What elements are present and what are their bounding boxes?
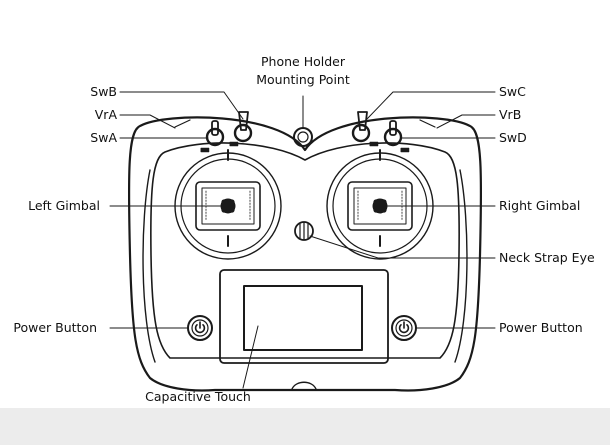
screen-bezel xyxy=(219,269,389,364)
label-right-gimbal: Right Gimbal xyxy=(499,198,580,213)
label-capacitive-touch: Capacitive Touch xyxy=(145,389,251,404)
label-swa: SwA xyxy=(90,130,117,145)
shoulder-left xyxy=(174,119,191,128)
left-grip xyxy=(142,169,156,363)
power-icon xyxy=(194,321,206,334)
label-swd: SwD xyxy=(499,130,527,145)
phone-holder-mount xyxy=(293,127,313,147)
label-phone-holder-line2: Mounting Point xyxy=(256,72,350,87)
screen xyxy=(243,285,363,351)
leader-vra xyxy=(119,114,176,129)
leader-vrb xyxy=(436,114,496,129)
left-gimbal xyxy=(174,149,282,260)
bottom-band xyxy=(0,408,610,445)
label-swb: SwB xyxy=(90,84,117,99)
label-phone-holder-line1: Phone Holder xyxy=(261,54,346,69)
label-vra: VrA xyxy=(95,107,118,122)
leader-neck-strap xyxy=(309,235,496,259)
label-power-button-left: Power Button xyxy=(13,320,97,335)
controller-outline xyxy=(127,116,483,392)
bottom-connector xyxy=(291,381,317,390)
switch-swa xyxy=(200,120,225,153)
switch-swd xyxy=(383,120,410,153)
label-vrb: VrB xyxy=(499,107,521,122)
neck-strap-eye xyxy=(294,221,314,241)
right-gimbal xyxy=(326,149,434,260)
right-grip xyxy=(454,169,468,363)
label-left-gimbal: Left Gimbal xyxy=(28,198,100,213)
power-button-right xyxy=(391,315,417,341)
label-swc: SwC xyxy=(499,84,526,99)
faceplate xyxy=(150,142,460,359)
power-icon xyxy=(398,321,410,334)
switch-swc xyxy=(351,111,379,147)
label-power-button-right: Power Button xyxy=(499,320,583,335)
phone-holder-mount-inner xyxy=(297,131,309,143)
leader-lines xyxy=(109,91,496,389)
power-button-left xyxy=(187,315,213,341)
shoulder-right xyxy=(419,119,436,128)
switch-swb xyxy=(229,111,253,147)
leader-capacitive-touch xyxy=(242,325,259,389)
label-neck-strap-eye: Neck Strap Eye xyxy=(499,250,595,265)
leader-swc xyxy=(366,91,496,120)
leader-swb xyxy=(119,91,244,120)
